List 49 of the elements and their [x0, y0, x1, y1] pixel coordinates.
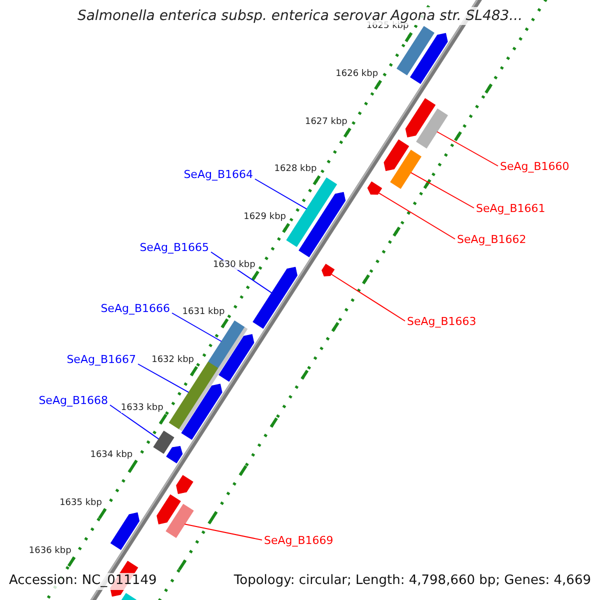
- leader-line: [110, 404, 160, 440]
- gene-label: SeAg_B1662: [457, 234, 526, 247]
- scale-label: 1630 kbp: [212, 260, 256, 270]
- leader-line: [138, 364, 190, 393]
- gene-label: SeAg_B1663: [407, 316, 476, 329]
- scale-label: 1634 kbp: [90, 450, 133, 461]
- gene-feature: [286, 178, 337, 247]
- gene-feature: [322, 264, 335, 276]
- scale-label: 1632 kbp: [152, 354, 194, 366]
- scale-label: 1635 kbp: [60, 498, 102, 508]
- gene-feature: [384, 139, 410, 172]
- gene-feature: [390, 150, 422, 189]
- gene-feature: [410, 32, 448, 84]
- leader-line: [172, 312, 222, 342]
- gene-feature: [166, 504, 194, 538]
- gene-feature: [208, 320, 246, 369]
- leader-line: [254, 178, 308, 210]
- gene-feature: [179, 327, 248, 432]
- gene-feature: [153, 430, 174, 454]
- gene-feature: [181, 384, 222, 440]
- scale-label: 1631 kbp: [182, 307, 225, 318]
- leader-line: [436, 131, 498, 166]
- gene-label: SeAg_B1664: [184, 169, 253, 182]
- scale-label: 1628 kbp: [274, 164, 317, 175]
- gene-feature: [156, 494, 181, 524]
- gene-feature: [367, 182, 382, 195]
- gene-feature: [416, 108, 448, 148]
- scale-label: 1627 kbp: [304, 116, 348, 127]
- leader-line: [378, 192, 456, 240]
- scale-label: 1636 kbp: [28, 546, 72, 556]
- leader-line: [184, 524, 262, 540]
- gene-label: SeAg_B1665: [140, 242, 209, 255]
- gene-feature: [110, 512, 140, 550]
- gene-label: SeAg_B1661: [476, 203, 546, 216]
- scale-label: 1626 kbp: [336, 68, 378, 80]
- gene-feature: [218, 334, 254, 382]
- gene-label: SeAg_B1669: [264, 535, 334, 548]
- leader-line: [410, 172, 474, 208]
- leader-line: [330, 274, 406, 322]
- gene-label: SeAg_B1668: [38, 395, 108, 408]
- gene-feature: [405, 98, 436, 138]
- gene-feature: [176, 475, 194, 494]
- gene-label: SeAg_B1660: [500, 161, 570, 174]
- gene-label: SeAg_B1667: [66, 354, 136, 367]
- gene-label: SeAg_B1666: [100, 303, 170, 316]
- gene-feature: [166, 446, 183, 464]
- scale-label: 1629 kbp: [244, 212, 286, 222]
- scale-label: 1633 kbp: [120, 402, 164, 413]
- gene-feature: [298, 192, 346, 258]
